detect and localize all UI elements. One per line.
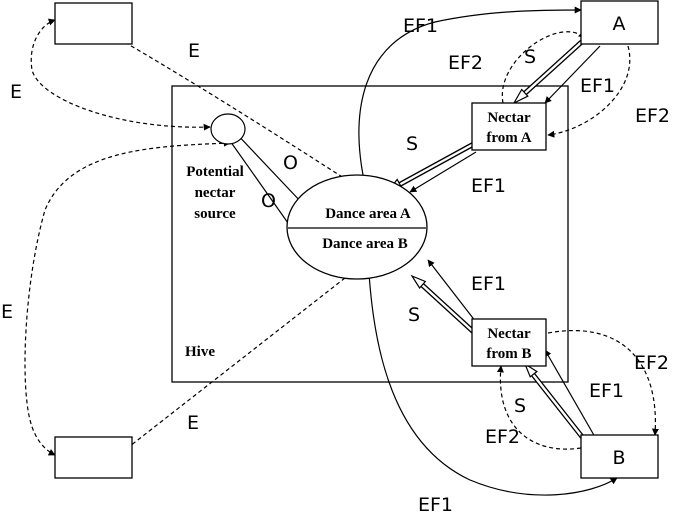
e-dashed-bottom [115,277,346,458]
dance-area-b-label: Dance area B [322,236,408,252]
label-ef1-right-a: EF1 [580,75,615,97]
ef1-arrow-nectar-a-to-dance [409,151,477,193]
ef2-dashed-right-b [547,329,659,436]
potential-source-line3: source [194,206,236,222]
nectar-a-line2: from A [486,130,531,146]
o-arrow-upper [232,129,304,205]
source-a-label: A [613,13,626,35]
s-arrow-nectar-b-to-dance [410,274,480,338]
nectar-b-line1: Nectar [487,326,531,342]
label-s-mid-a: S [406,133,418,155]
label-ef2-right-a: EF2 [635,105,670,127]
nectar-a-box [471,102,547,151]
label-ef2-right-b: EF2 [634,352,669,374]
nectar-b-box [471,318,547,367]
ef1-arrow-a-to-nectar-a [544,45,601,104]
ef2-dashed-bottom-b [496,365,582,450]
ef2-dashed-top [501,31,586,104]
hive-label: Hive [185,344,215,360]
ef1-curve-dance-to-a [358,6,582,198]
label-e-top: E [188,40,200,62]
empty-box-bottom-left [54,436,133,479]
label-s-mid-b: S [408,304,420,326]
e-dashed-left-top [30,18,211,131]
source-b-box [580,434,659,479]
s-arrow-a-to-nectar-a [512,36,588,105]
ef1-curve-dance-to-b [367,257,618,496]
potential-source-line1: Potential [186,164,244,180]
potential-source-line2: nectar [195,185,236,201]
label-ef1-top: EF1 [403,15,438,37]
dance-area-a-label: Dance area A [325,206,411,222]
label-ef2-bottom-b: EF2 [485,426,520,448]
label-o-lower: O [261,190,276,212]
label-e-left-top: E [10,81,22,103]
e-dashed-left-mid [24,139,231,456]
s-arrow-b-to-nectar-b [523,362,585,440]
label-o-upper: O [283,152,298,174]
ef2-dashed-right-a [547,45,631,138]
label-ef1-mid-b: EF1 [471,273,506,295]
label-ef2-top: EF2 [448,52,483,74]
label-s-top: S [524,46,536,68]
potential-source-oval [210,113,246,145]
label-s-bottom: S [514,395,526,417]
s-arrow-nectar-a-to-dance [386,137,483,193]
source-b-label: B [612,447,625,469]
source-a-box [580,0,659,45]
label-ef1-right-b: EF1 [589,380,624,402]
label-ef1-mid-a: EF1 [471,175,506,197]
label-ef1-bottom: EF1 [418,494,453,514]
ef1-arrow-b-to-nectar-b [544,349,596,438]
label-e-left-mid: E [1,301,13,323]
ef1-arrow-nectar-b-to-dance [427,259,477,323]
dance-area-ellipse [286,174,428,280]
nectar-b-line2: from B [486,346,531,362]
nectar-a-line1: Nectar [487,110,531,126]
label-e-bottom: E [187,412,199,434]
empty-box-top-left [54,2,133,45]
